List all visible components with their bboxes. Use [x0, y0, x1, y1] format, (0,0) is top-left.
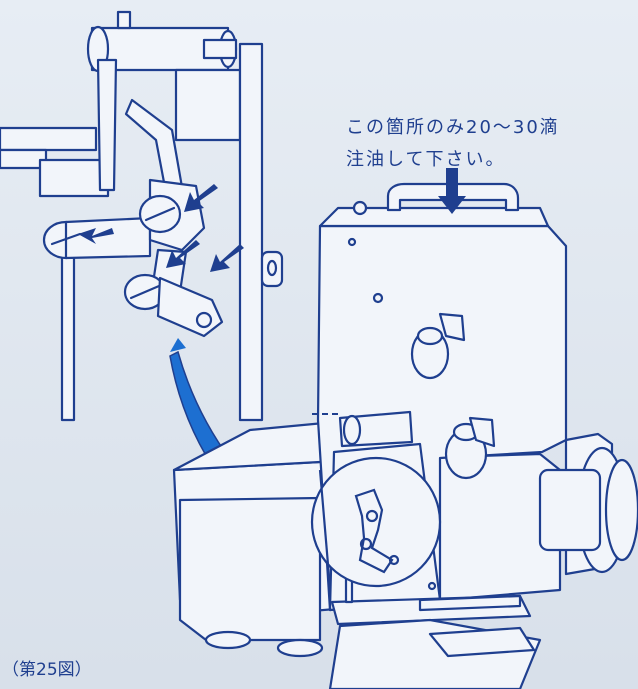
bed-front: [178, 496, 322, 642]
closeup-mechanism: [0, 10, 284, 422]
tension-guide-upper: [438, 312, 466, 342]
figure-caption: （第25図）: [2, 660, 92, 680]
oil-point-arrows: [78, 184, 244, 272]
detail-circle: [310, 456, 442, 589]
left-screw-shaft: [64, 216, 152, 260]
arrow-icon: [184, 184, 218, 212]
body-screw: [352, 200, 368, 216]
mini-screw: [359, 537, 373, 551]
mini-link: [354, 488, 394, 574]
column-slot-hole: [266, 259, 278, 277]
feed-rod: [418, 594, 522, 612]
lower-screw-slot: [129, 284, 161, 300]
arrow-icon: [166, 240, 200, 268]
left-screw-slot: [50, 232, 82, 246]
tension-dial-upper-cap: [416, 326, 444, 346]
left-bar: [0, 126, 98, 152]
needle-bar: [96, 58, 118, 192]
tension-guide-lower: [468, 416, 496, 448]
body-screw: [372, 292, 384, 304]
arrow-down-icon: [438, 168, 466, 214]
foot-right: [276, 638, 324, 658]
body-top: [318, 206, 550, 228]
oil-instruction-line2: 注油して下さい。: [346, 149, 506, 170]
oil-instruction-line1: この箇所のみ20～30滴: [346, 117, 560, 138]
top-oil-arrow: [438, 168, 466, 214]
body-screw: [427, 581, 437, 591]
foot-left: [204, 630, 252, 650]
thread-guide-cap: [342, 414, 362, 446]
body-screw: [347, 237, 357, 247]
handwheel-hub: [538, 468, 602, 552]
arrow-icon: [78, 228, 114, 244]
arrow-icon: [210, 244, 244, 272]
handwheel-rim: [604, 458, 638, 562]
right-column: [238, 42, 264, 422]
mini-screw: [388, 554, 400, 566]
zoom-sweep-tip: [170, 338, 186, 352]
left-block: [38, 158, 110, 198]
upper-screw-slot: [144, 206, 176, 222]
top-knob: [116, 10, 132, 30]
vertical-bracket: [174, 68, 242, 142]
left-guide: [60, 248, 76, 422]
mini-rail: [318, 469, 332, 589]
cloth-plate-edge: [428, 626, 536, 658]
shaft-collar: [202, 38, 238, 60]
mini-screw: [365, 509, 379, 523]
link-plate-hole: [195, 311, 213, 329]
